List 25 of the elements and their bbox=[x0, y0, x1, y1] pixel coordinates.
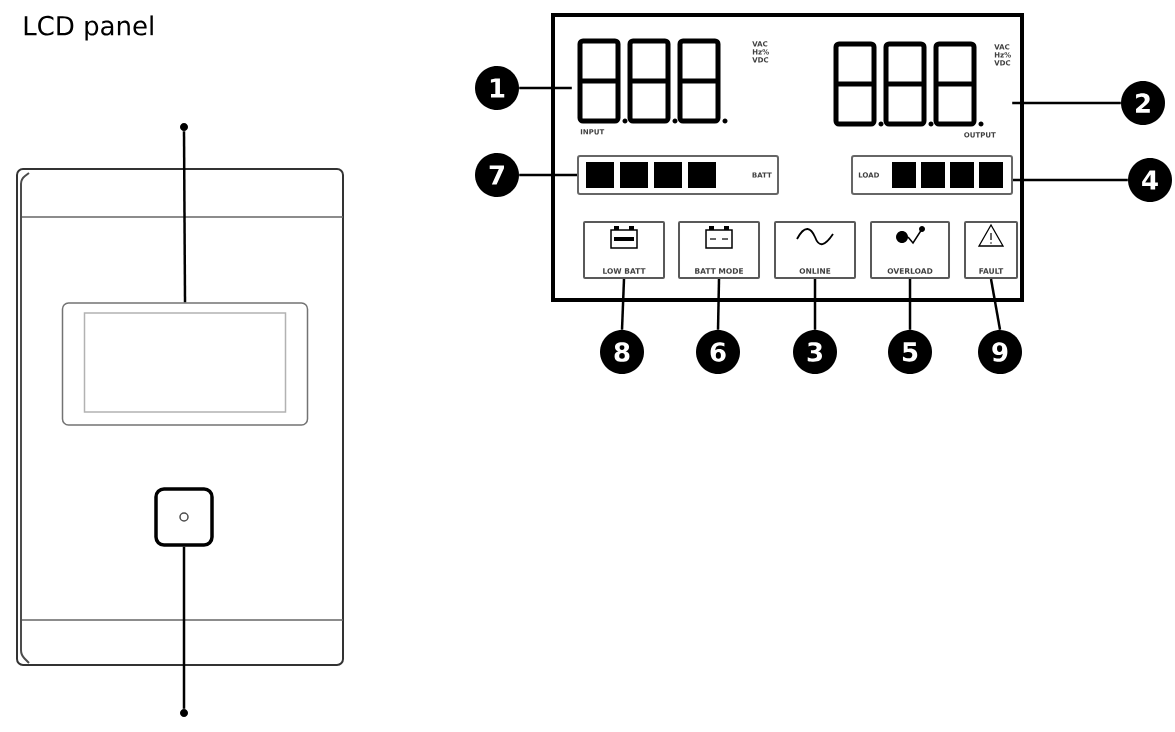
callout-number: 6 bbox=[696, 330, 740, 374]
power-button bbox=[154, 487, 214, 547]
lcd-screen bbox=[551, 13, 1024, 302]
lcd-window bbox=[61, 302, 309, 426]
callout-number: 2 bbox=[1121, 81, 1165, 125]
ups-front-drawing bbox=[16, 168, 344, 666]
callout-number: 5 bbox=[888, 330, 932, 374]
leader-line bbox=[620, 278, 626, 330]
callout-number: 1 bbox=[475, 66, 519, 110]
callout-number: 4 bbox=[1128, 158, 1172, 202]
leader-line bbox=[1013, 178, 1128, 182]
callout-number: 8 bbox=[600, 330, 644, 374]
leader-line bbox=[1012, 101, 1121, 105]
leader-line bbox=[519, 86, 572, 90]
leader-line bbox=[182, 546, 186, 709]
leader-line bbox=[813, 279, 817, 330]
leader-line bbox=[908, 279, 912, 330]
leader-line bbox=[182, 131, 187, 303]
callout-number: 9 bbox=[978, 330, 1022, 374]
heading: LCD panel bbox=[24, 15, 153, 41]
leader-line bbox=[716, 279, 721, 330]
leader-line bbox=[989, 278, 1002, 331]
callout-number: 7 bbox=[475, 153, 519, 197]
callout-number: 3 bbox=[793, 330, 837, 374]
leader-line bbox=[519, 173, 577, 177]
